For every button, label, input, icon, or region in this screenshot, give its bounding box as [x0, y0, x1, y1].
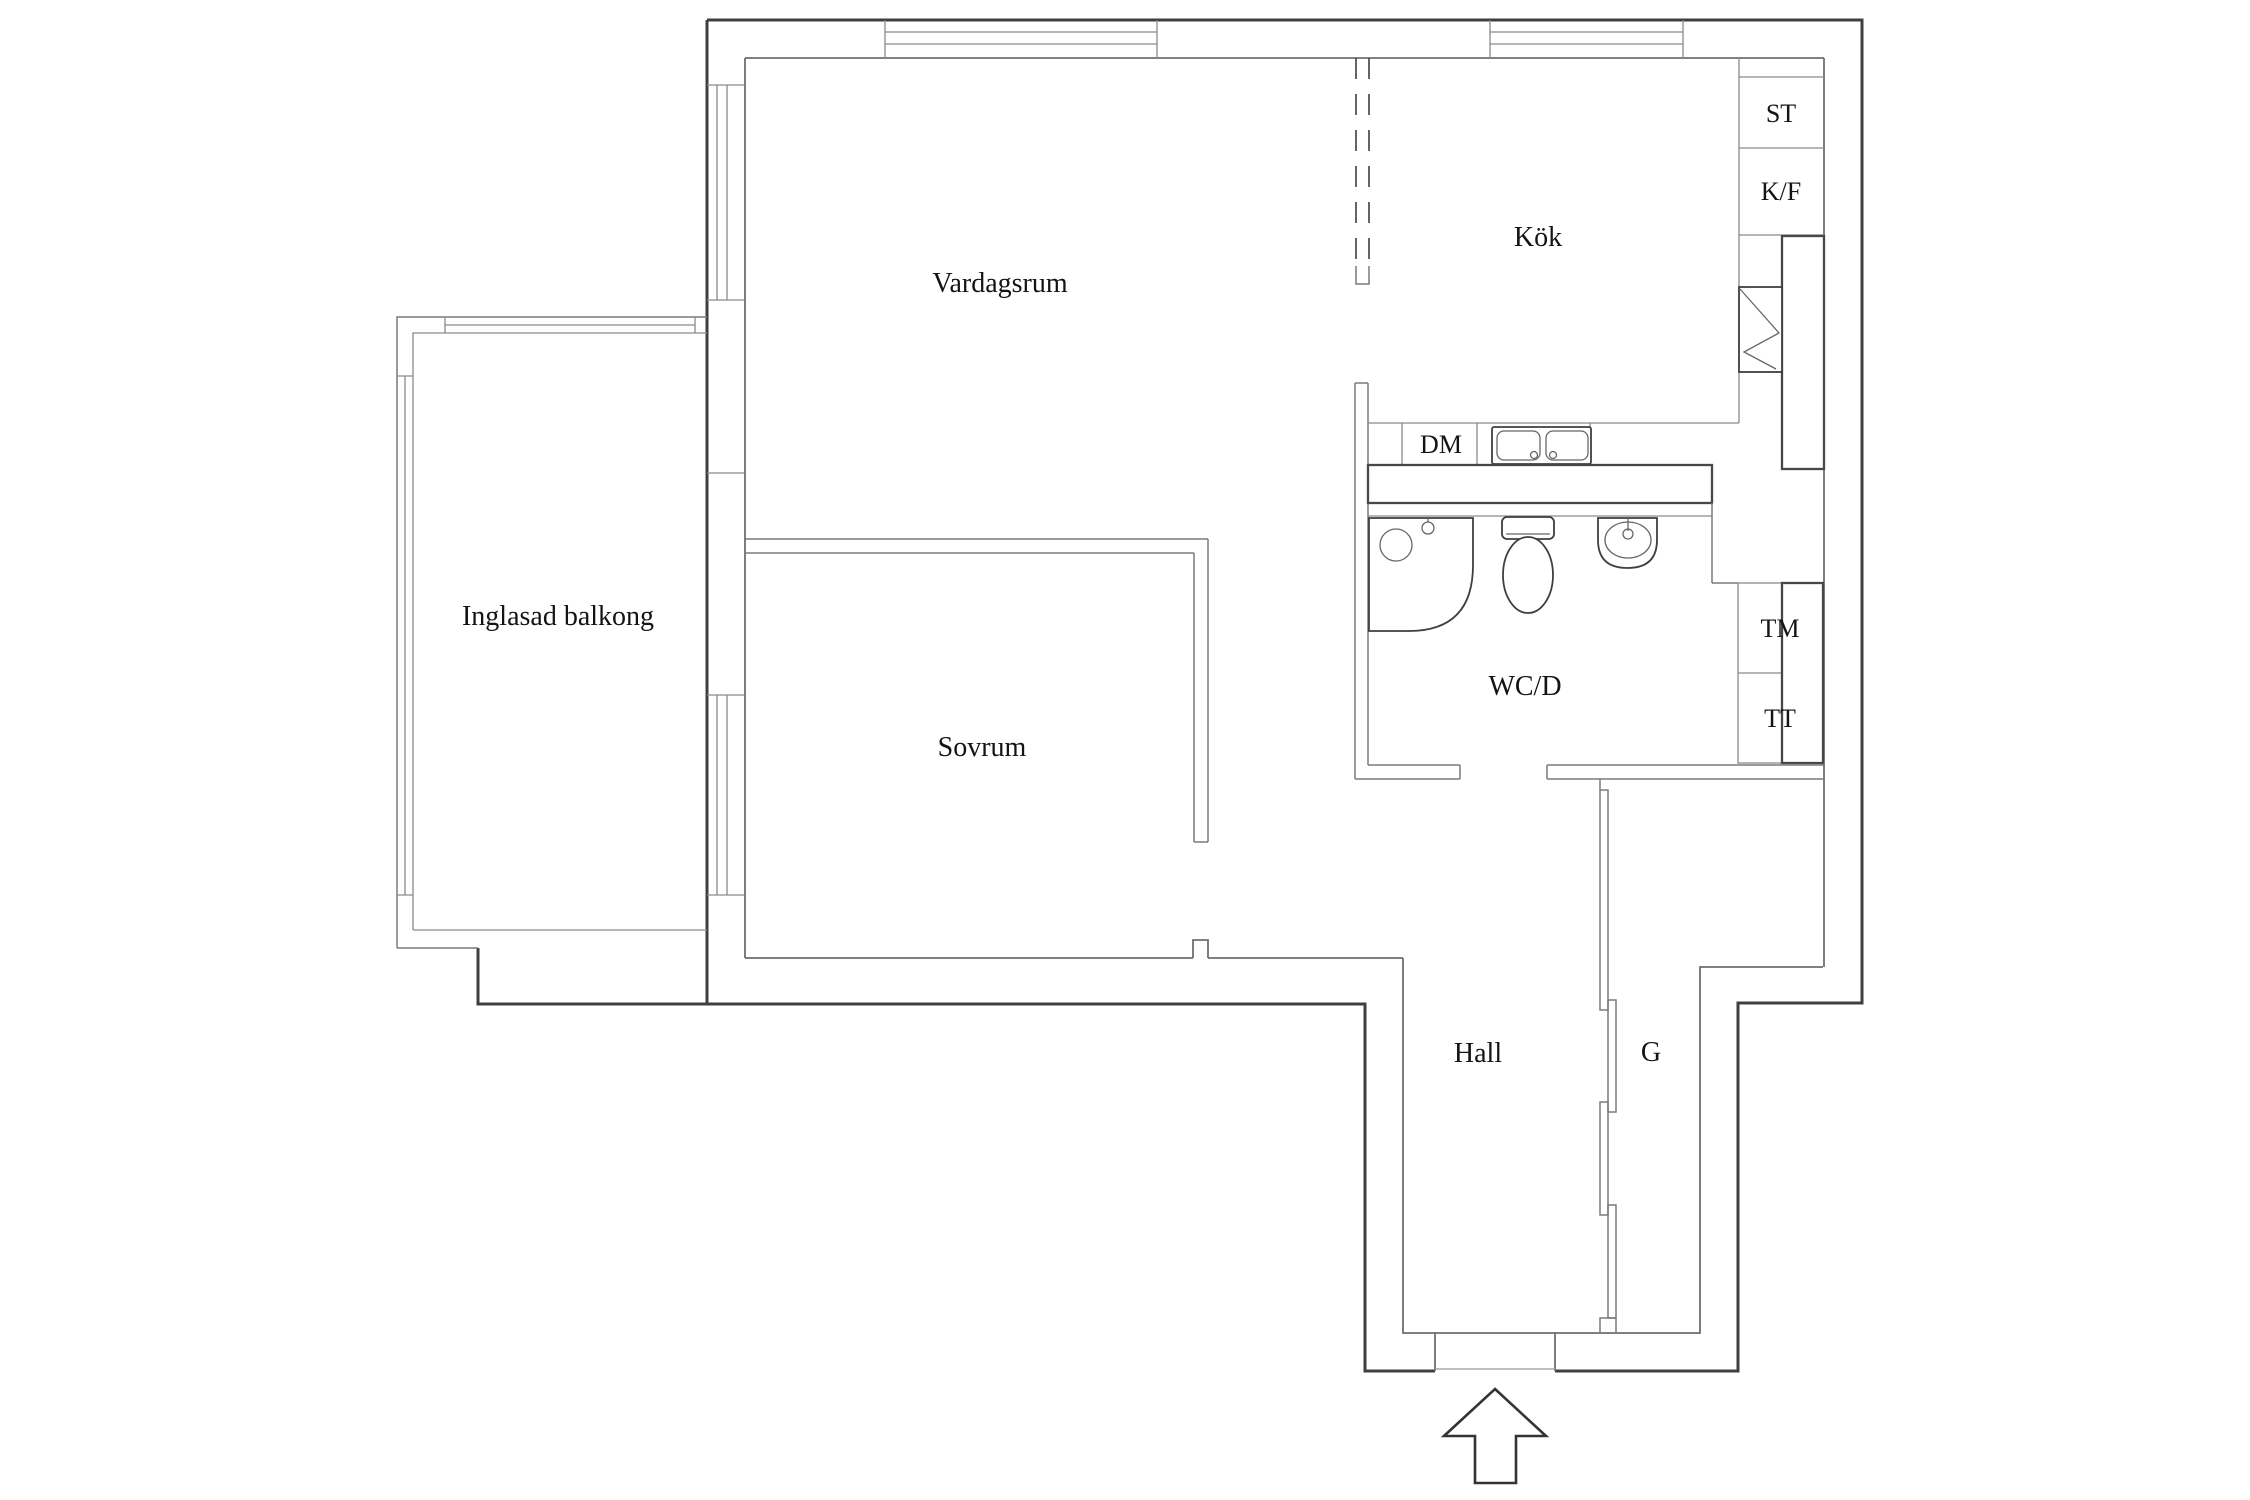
outer-walls	[476, 18, 1864, 1373]
closet-sliding-doors	[1599, 779, 1617, 1334]
bedroom-walls	[744, 538, 1209, 843]
label-hall: Hall	[1454, 1038, 1502, 1069]
entrance-arrow-icon	[1440, 1387, 1550, 1485]
label-vardagsrum: Vardagsrum	[932, 268, 1068, 299]
labels: Vardagsrum Kök Inglasad balkong Sovrum W…	[462, 99, 1801, 1069]
balcony-window-left	[397, 375, 413, 896]
label-dm: DM	[1420, 430, 1462, 459]
label-wcd: WC/D	[1488, 671, 1561, 702]
label-kf: K/F	[1761, 177, 1801, 206]
open-plan-dashed-divider	[1355, 58, 1370, 262]
kitchen-partition	[1354, 58, 1370, 779]
label-tm: TM	[1761, 614, 1800, 643]
shower	[1368, 517, 1474, 632]
kitchen-counter-column	[1780, 234, 1826, 471]
label-st: ST	[1766, 99, 1796, 128]
wcd-fixtures	[1368, 516, 1825, 765]
toilet	[1501, 516, 1555, 614]
kitchen-counter	[1366, 463, 1714, 505]
window-left-lower	[707, 694, 745, 896]
label-garderob: G	[1641, 1037, 1661, 1068]
washbasin	[1597, 517, 1658, 569]
label-kok: Kök	[1514, 222, 1562, 253]
balcony-window-top	[444, 317, 696, 333]
balcony-walls	[396, 316, 707, 949]
label-sovrum: Sovrum	[938, 732, 1027, 763]
label-tt: TT	[1764, 704, 1796, 733]
kitchen-fixtures	[1366, 58, 1826, 505]
window-left-upper	[707, 84, 745, 301]
kitchen-cabinet-strip	[1368, 422, 1739, 465]
window-top-2	[1489, 20, 1684, 58]
windows	[707, 20, 1684, 896]
inner-wall-faces	[744, 57, 1825, 1371]
stove	[1738, 286, 1783, 373]
kitchen-tall-cabinets	[1738, 58, 1824, 423]
wcd-door-jambs	[1459, 765, 1548, 779]
kitchen-sink	[1491, 426, 1592, 465]
label-inglasad-balkong: Inglasad balkong	[462, 601, 654, 632]
laundry-units	[1737, 581, 1825, 765]
wcd-walls	[1355, 503, 1823, 780]
window-top-1	[884, 20, 1158, 58]
